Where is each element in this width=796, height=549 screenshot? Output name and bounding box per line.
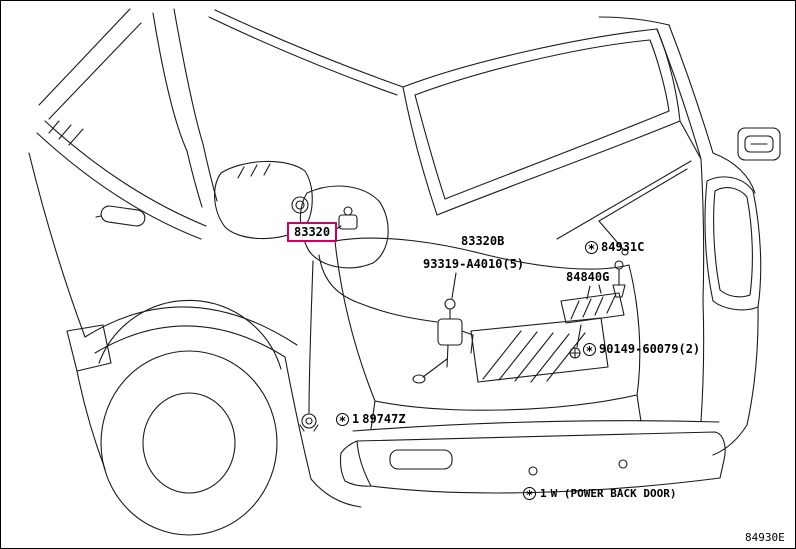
part-number: 83320 [294,225,331,239]
rear-window [402,28,681,216]
part-number: 83320B [461,234,505,248]
fuel-sender-assembly [214,160,474,384]
part-number: 90149-60079(2) [599,342,701,356]
part-label-84931c[interactable]: * 84931C [585,240,645,255]
part-label-93319[interactable]: 93319-A4010(5) [423,257,524,271]
rear-wiper [556,160,692,256]
footnote-ref: 1 [540,487,547,500]
footnote-ref: 1 [352,412,360,426]
part-label-90149[interactable]: * 90149-60079(2) [583,342,701,357]
part-number: 89747Z [362,412,406,426]
part-number: 93319-A4010(5) [423,257,525,271]
fasteners [299,260,626,432]
part-number: 84931C [601,240,645,254]
part-label-83320[interactable]: 83320 [287,222,338,242]
back-door-panel [334,237,642,430]
part-number: 84840G [566,270,610,284]
body-outline [28,8,781,508]
wiring-harness [308,254,438,414]
circled-asterisk-icon: * [583,342,596,357]
circled-asterisk-icon: * [523,487,536,501]
rear-bumper [339,420,726,494]
part-label-84840g[interactable]: 84840G [566,270,609,284]
part-label-83320b[interactable]: 83320B [461,234,504,248]
footnote: * 1 W (POWER BACK DOOR) [523,487,677,501]
tail-lamp [704,176,762,311]
figure-code: 84930E [745,531,785,544]
circled-asterisk-icon: * [585,240,598,255]
rear-wheel [100,350,278,536]
footnote-text: W (POWER BACK DOOR) [550,487,677,500]
circled-asterisk-icon: * [336,412,349,427]
part-label-89747z[interactable]: * 1 89747Z [336,412,406,427]
